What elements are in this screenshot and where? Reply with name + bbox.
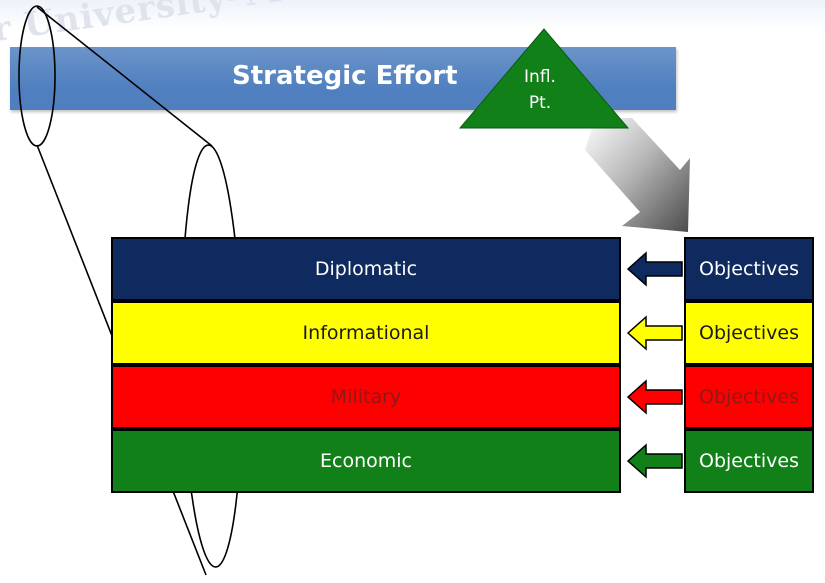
banner-title: Strategic Effort bbox=[232, 61, 458, 91]
background-wash bbox=[0, 0, 825, 30]
arrow-economic bbox=[626, 443, 683, 479]
arrow-left-icon bbox=[626, 315, 683, 351]
arrow-diplomatic bbox=[626, 251, 683, 287]
bar-label-military: Military bbox=[330, 386, 402, 408]
objectives-label-economic: Objectives bbox=[699, 450, 799, 472]
arrow-left-icon bbox=[626, 379, 683, 415]
objectives-diplomatic: Objectives bbox=[684, 237, 814, 301]
bar-label-informational: Informational bbox=[302, 322, 430, 344]
arrow-left-icon bbox=[626, 443, 683, 479]
objectives-label-military: Objectives bbox=[699, 386, 799, 408]
influence-point-line2: Pt. bbox=[528, 93, 552, 113]
objectives-economic: Objectives bbox=[684, 429, 814, 493]
arrow-informational bbox=[626, 315, 683, 351]
objectives-informational: Objectives bbox=[684, 301, 814, 365]
arrow-military bbox=[626, 379, 683, 415]
cone-small-ellipse bbox=[18, 5, 56, 147]
objectives-label-diplomatic: Objectives bbox=[699, 258, 799, 280]
cone-edge-top bbox=[36, 6, 213, 147]
objectives-military: Objectives bbox=[684, 365, 814, 429]
bar-economic: Economic bbox=[111, 429, 621, 493]
bar-informational: Informational bbox=[111, 301, 621, 365]
arrow-left-icon bbox=[626, 251, 683, 287]
influence-point-triangle bbox=[458, 28, 630, 129]
influence-point-label: Infl. Pt. bbox=[505, 64, 575, 116]
bar-diplomatic: Diplomatic bbox=[111, 237, 621, 301]
bar-label-economic: Economic bbox=[320, 450, 412, 472]
bar-label-diplomatic: Diplomatic bbox=[314, 258, 418, 280]
objectives-label-informational: Objectives bbox=[699, 322, 799, 344]
big-gradient-arrow bbox=[585, 118, 690, 232]
influence-point-line1: Infl. bbox=[524, 67, 556, 87]
bar-military: Military bbox=[111, 365, 621, 429]
